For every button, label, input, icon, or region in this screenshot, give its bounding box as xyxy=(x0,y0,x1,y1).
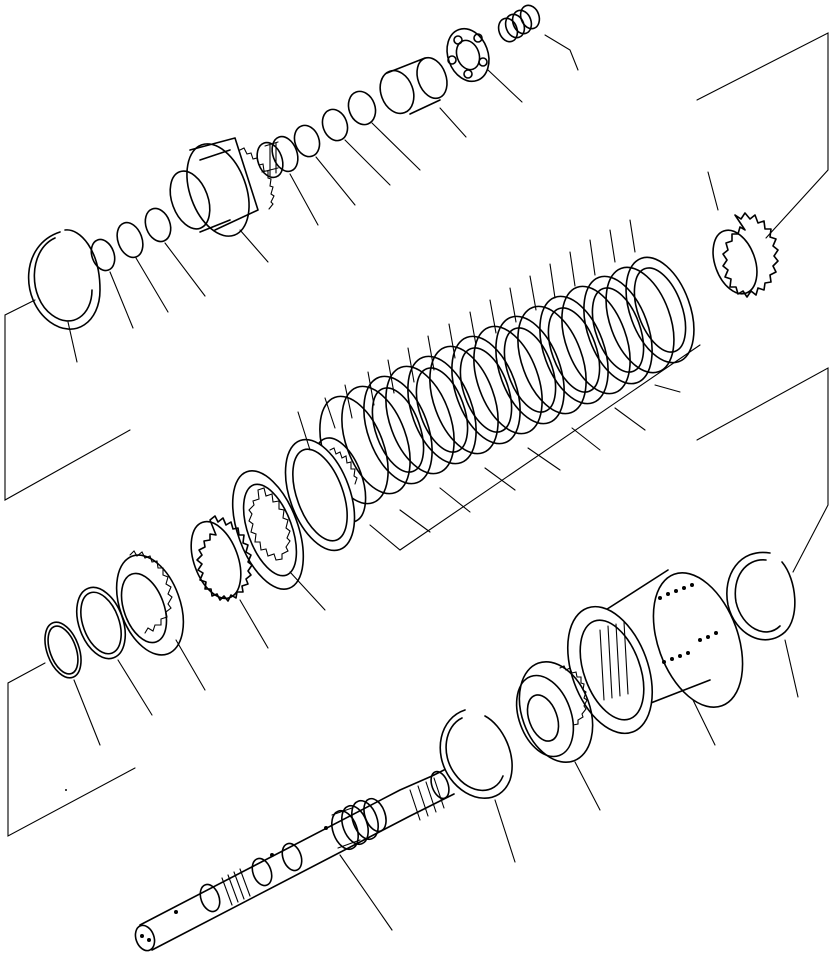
toothed-separator-plate xyxy=(190,515,269,649)
thrust-washer-pair-top xyxy=(293,90,421,206)
snap-ring-right xyxy=(726,551,799,698)
clutch-end-plate-right xyxy=(707,171,779,298)
bushing-sleeve xyxy=(379,56,467,138)
roller-bearing-lower xyxy=(515,660,601,811)
clutch-discs xyxy=(284,256,695,552)
clutch-leader-lines-top xyxy=(297,219,636,451)
washer-group-upper-left xyxy=(90,207,206,329)
gear-hub-top xyxy=(169,137,275,263)
needle-bearing-small xyxy=(256,135,319,226)
main-shaft xyxy=(134,769,455,952)
snap-ring-large-top xyxy=(27,229,101,363)
gear-hub-middle xyxy=(115,550,206,691)
bracket-left-upper xyxy=(4,299,131,501)
stray-dot xyxy=(65,789,67,791)
clutch-plate-pack xyxy=(284,171,779,552)
washer-group-lower-left xyxy=(44,586,153,746)
snap-ring-set-top xyxy=(497,4,579,71)
ball-bearing-top xyxy=(446,27,523,103)
clutch-leader-lines-bottom xyxy=(369,344,701,551)
snap-ring-lower xyxy=(439,709,516,863)
bracket-lower-left xyxy=(7,662,136,837)
pressure-plate xyxy=(231,470,326,611)
bracket-middle xyxy=(696,367,829,573)
bracket-top xyxy=(696,32,829,239)
